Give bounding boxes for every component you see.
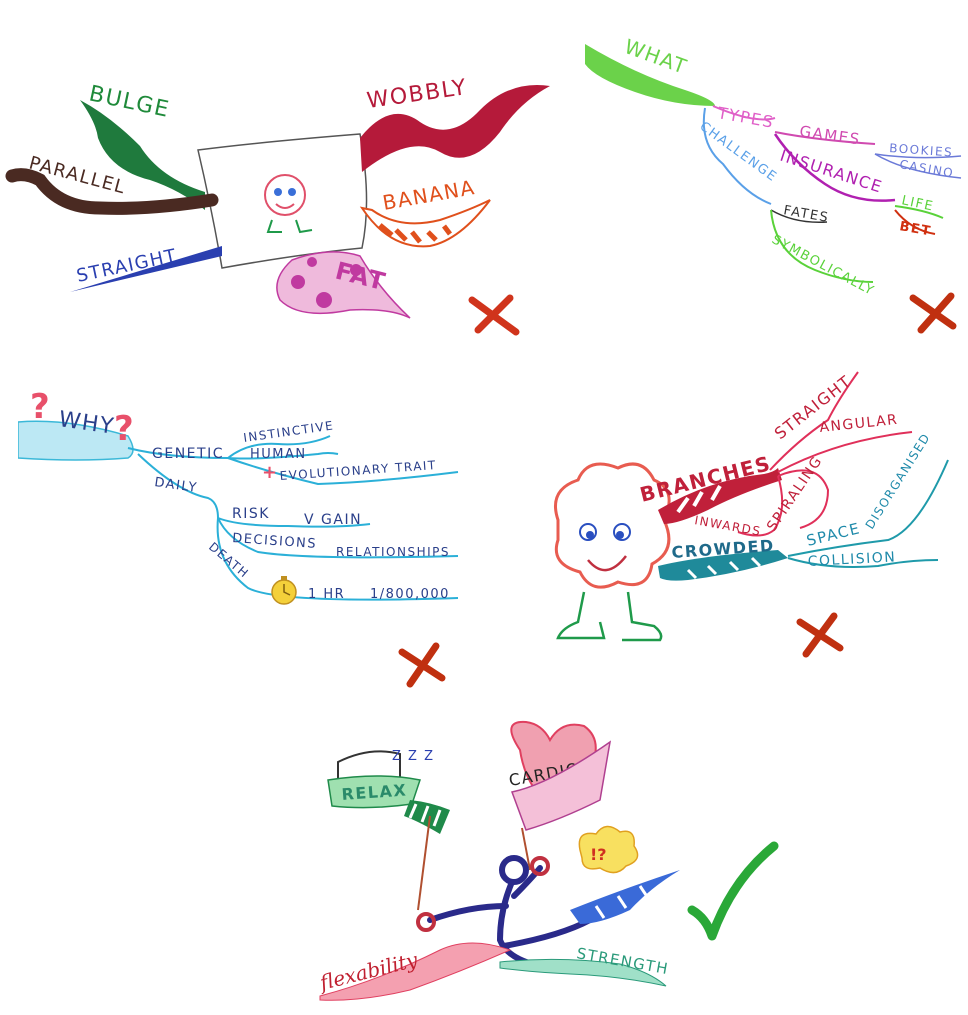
panel-topic-tree-drawing: WHAT TYPES GAMES BOOKIES CASINO INSURANC… — [585, 34, 962, 334]
straight-branch — [70, 246, 222, 292]
cross-mark-icon — [796, 612, 844, 658]
question-mark-2: ? — [114, 409, 134, 449]
label-human: HUMAN — [250, 447, 307, 462]
what-root-branch — [585, 44, 715, 106]
cross-mark-icon — [398, 642, 446, 688]
label-games: GAMES — [798, 122, 861, 148]
panel-branch-shapes-drawing: BULGE PARALLEL STRAIGHT WOBBLY BANANA FA… — [5, 75, 550, 336]
stopwatch-icon — [271, 576, 297, 605]
label-fates: FATES — [782, 203, 830, 226]
label-bookies: BOOKIES — [889, 141, 954, 159]
why-root-branch — [18, 420, 134, 461]
panel-why-map: ? WHY ? GENETIC INSTINCTIVE HUMAN + EVOL… — [18, 362, 466, 692]
label-zzz: Z Z Z — [392, 749, 434, 764]
strength-swoosh-branch — [570, 870, 680, 924]
label-daily: DAILY — [153, 475, 198, 496]
label-straight: STRAIGHT — [75, 245, 179, 287]
banana-branch — [359, 199, 491, 248]
wobbly-branch — [360, 85, 550, 172]
label-relax: RELAX — [341, 780, 408, 804]
question-mark-1: ? — [30, 387, 50, 427]
cross-mark-icon — [468, 294, 520, 336]
label-exclaim: !? — [590, 845, 607, 864]
cardio-branch — [510, 740, 612, 831]
fat-branch — [276, 251, 411, 319]
bulge-branch — [80, 100, 205, 210]
label-wobbly: WOBBLY — [365, 75, 469, 114]
panel-topic-tree: WHAT TYPES GAMES BOOKIES CASINO INSURANC… — [575, 14, 968, 344]
label-disorganised: DISORGANISED — [863, 430, 934, 531]
panel-branches-map-drawing: BRANCHES STRAIGHT ANGULAR INWARDS SPIRAL… — [554, 371, 949, 658]
bed-icon — [327, 750, 421, 809]
label-collision: COLLISION — [807, 549, 896, 570]
parallel-branch — [5, 168, 219, 215]
label-relationships: RELATIONSHIPS — [336, 545, 450, 559]
label-risk: RISK — [232, 506, 270, 522]
brain-mascot-icon — [264, 174, 313, 234]
central-flag — [197, 133, 368, 269]
label-bet: BET — [898, 219, 932, 239]
label-genetic: GENETIC — [152, 446, 224, 462]
brain-burst-icon: !? — [578, 825, 639, 874]
strength-branch — [499, 958, 667, 987]
panel-branches-map: BRANCHES STRAIGHT ANGULAR INWARDS SPIRAL… — [538, 360, 956, 670]
panel-branch-shapes: BULGE PARALLEL STRAIGHT WOBBLY BANANA FA… — [0, 60, 560, 350]
label-instinctive: INSTINCTIVE — [242, 418, 335, 445]
flexability-branch — [319, 942, 512, 1001]
cross-mark-icon — [909, 292, 957, 334]
label-odds: 1/800,000 — [370, 587, 450, 602]
label-one-hour: 1 HR — [308, 587, 345, 602]
check-mark-icon — [687, 841, 779, 941]
panel-why-map-drawing: ? WHY ? GENETIC INSTINCTIVE HUMAN + EVOL… — [18, 387, 459, 688]
label-life: LIFE — [900, 193, 935, 214]
label-symbolically: SYMBOLICALLY — [769, 232, 877, 299]
panel-fitness-map-drawing: Z Z Z RELAX CARDIO !? flexability — [315, 720, 680, 1001]
label-casino: CASINO — [898, 157, 955, 180]
label-types: TYPES — [715, 103, 775, 132]
label-decisions: DECISIONS — [232, 531, 318, 552]
label-v-gain: V GAIN — [304, 512, 362, 528]
plus-sign: + — [262, 462, 277, 483]
label-inwards: INWARDS — [693, 513, 762, 539]
panel-fitness-map: Z Z Z RELAX CARDIO !? flexability — [300, 710, 790, 1010]
label-banana: BANANA — [381, 175, 477, 215]
branches-main-branch — [658, 468, 782, 524]
